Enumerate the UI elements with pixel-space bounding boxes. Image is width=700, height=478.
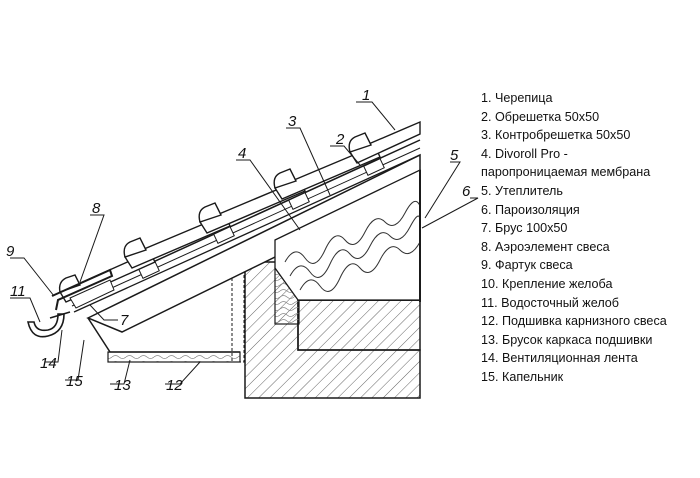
gutter [27, 311, 71, 338]
callout-14: 14 [40, 355, 57, 372]
legend-item: 7. Брус 100х50 [481, 221, 568, 236]
legend-item: 8. Аэроэлемент свеса [481, 239, 610, 254]
callout-9: 9 [6, 243, 15, 260]
callout-2: 2 [335, 131, 345, 148]
callout-6: 6 [462, 183, 471, 200]
callout-8: 8 [92, 200, 101, 217]
legend-item: 14. Вентиляционная лента [481, 351, 638, 366]
wall-stud [231, 271, 245, 363]
legend-item: паропроницаемая мембрана [481, 165, 651, 180]
insulation [274, 168, 421, 301]
legend-item: 6. Пароизоляция [481, 202, 580, 217]
legend-item: 13. Брусок каркаса подшивки [481, 332, 653, 347]
legend-item: 2. Обрешетка 50х50 [481, 109, 600, 124]
legend-item: 4. Divoroll Pro - [481, 146, 568, 161]
legend-item: 3. Контробрешетка 50х50 [481, 128, 631, 143]
callout-12: 12 [166, 377, 183, 394]
legend-item: 10. Крепление желоба [481, 276, 613, 291]
callout-15: 15 [66, 373, 83, 390]
eave-apron [51, 268, 115, 311]
legend-item: 11. Водосточный желоб [481, 295, 620, 310]
legend-item: 9. Фартук свеса [481, 258, 573, 273]
callout-labels: 1 2 3 4 5 6 7 8 9 11 12 13 14 15 [6, 87, 471, 394]
soffit-frame [87, 317, 241, 363]
callout-5: 5 [450, 147, 459, 164]
callout-4: 4 [238, 145, 246, 162]
callout-11: 11 [10, 283, 26, 300]
callout-13: 13 [114, 377, 131, 394]
legend-item: 5. Утеплитель [481, 183, 563, 198]
callout-3: 3 [288, 113, 297, 130]
legend-item: 15. Капельник [481, 369, 564, 384]
callout-7: 7 [120, 312, 129, 329]
legend-item: 1. Черепица [481, 91, 553, 105]
leader-lines [10, 101, 479, 385]
callout-1: 1 [362, 87, 370, 104]
legend-list: 1. Черепица 2. Обрешетка 50х50 3. Контро… [481, 89, 667, 387]
battens [138, 158, 385, 279]
legend-item: 12. Подшивка карнизного свеса [481, 314, 667, 329]
ceiling-slab [297, 299, 421, 351]
